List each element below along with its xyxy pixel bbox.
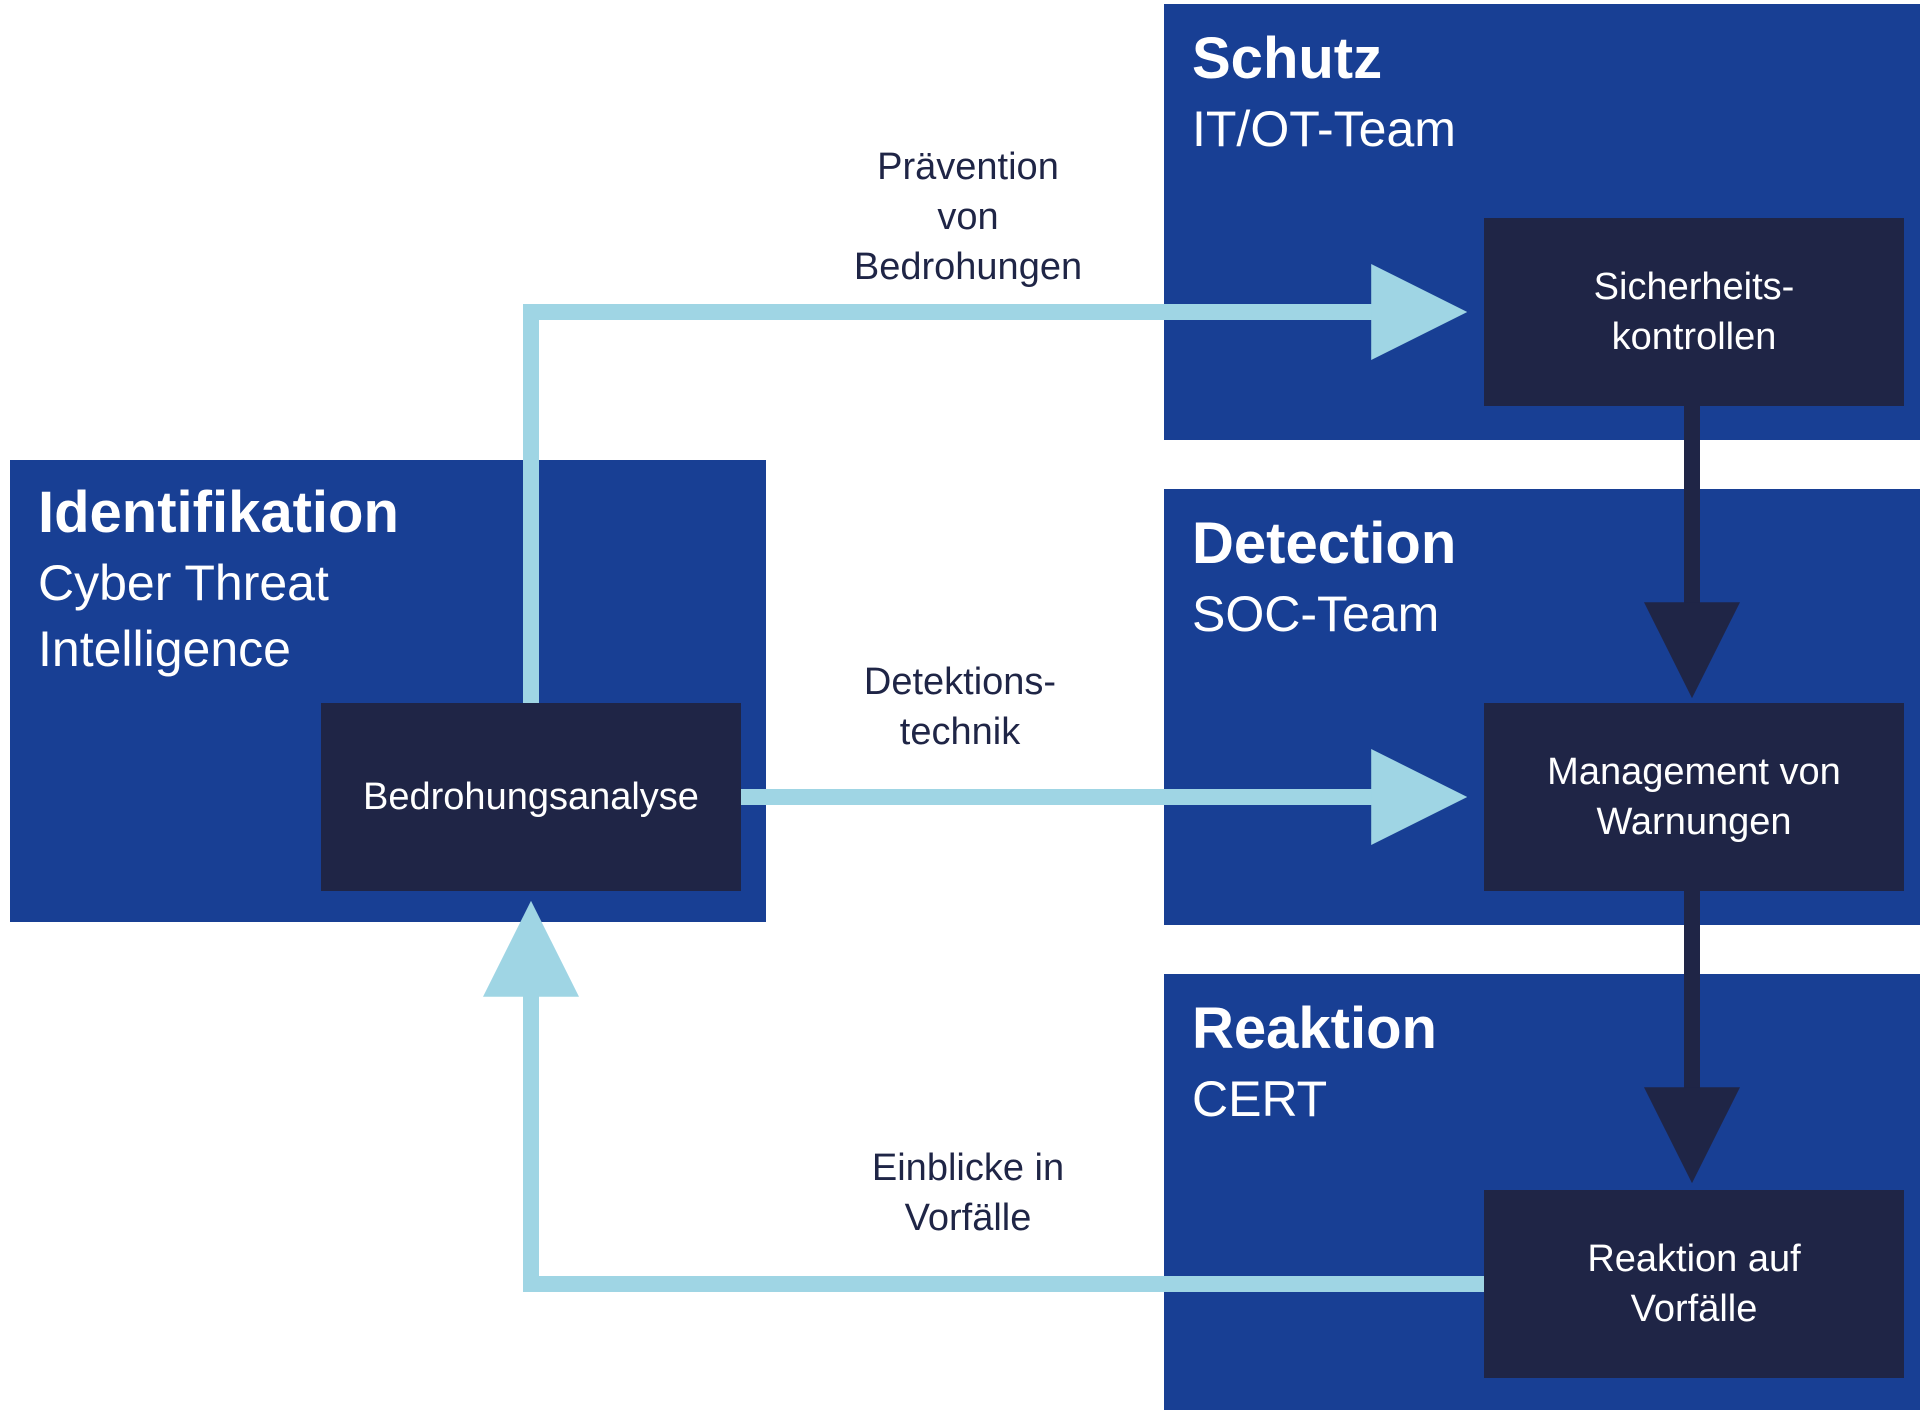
label-praevention: Prävention von Bedrohungen [853,146,1083,288]
panel-detection-subtitle: SOC-Team [1192,586,1440,642]
label-detektionstechnik: Detektions- technik [863,661,1057,753]
panel-identifikation-subtitle: Cyber Threat Intelligence [38,555,329,677]
panel-detection-title: Detection [1192,511,1457,576]
panel-reaktion-subtitle: CERT [1192,1071,1328,1127]
node-bedrohungsanalyse: Bedrohungsanalyse [321,703,741,891]
panel-reaktion-title: Reaktion [1192,996,1437,1061]
node-reaktion-vorfaelle: Reaktion auf Vorfälle [1484,1190,1904,1378]
node-sicherheitskontrollen: Sicherheits- kontrollen [1484,218,1904,406]
panel-schutz-title: Schutz [1192,26,1383,91]
panel-schutz-subtitle: IT/OT-Team [1192,101,1456,157]
label-einblicke: Einblicke in Vorfälle [871,1147,1065,1239]
panel-identifikation-title: Identifikation [38,480,399,545]
node-management-warnungen: Management von Warnungen [1484,703,1904,891]
